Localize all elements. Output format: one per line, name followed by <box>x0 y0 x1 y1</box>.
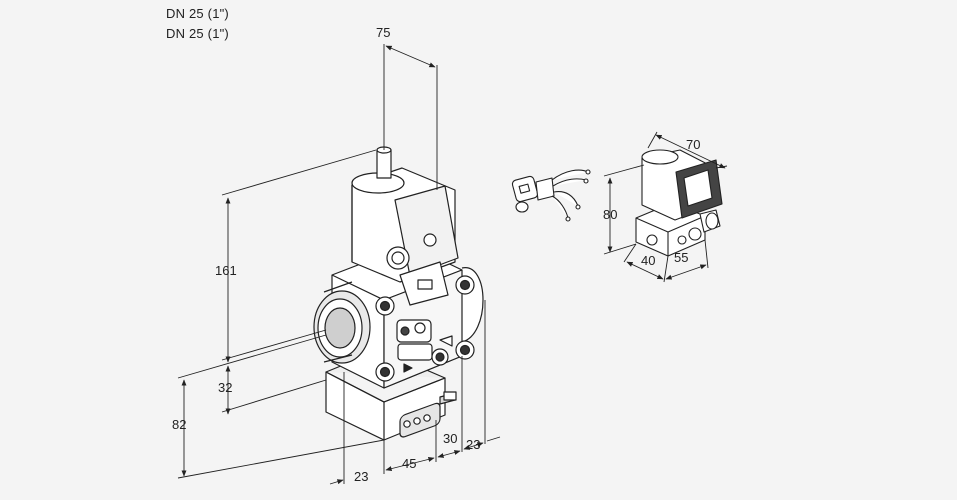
dim-bottom-left: 23 <box>354 469 368 484</box>
dim-bottom-mid: 45 <box>402 456 416 471</box>
dim-bottom-right-a: 30 <box>443 431 457 446</box>
cable-connector <box>511 169 591 222</box>
dim-aux-depth-b: 55 <box>674 250 688 265</box>
nominal-size-label-1: DN 25 (1") <box>166 6 229 21</box>
nominal-size-label-2: DN 25 (1") <box>166 26 229 41</box>
main-dimensions <box>177 44 501 485</box>
main-dimension-labels: 75 161 32 82 23 45 30 23 <box>172 25 480 484</box>
auxiliary-valve <box>635 149 723 257</box>
aux-dimensions <box>603 131 728 283</box>
main-valve <box>313 146 484 441</box>
dim-bottom-right-b: 23 <box>466 437 480 452</box>
dim-height-total: 161 <box>215 263 237 278</box>
dim-aux-depth-a: 40 <box>641 253 655 268</box>
aux-dimension-labels: 70 80 40 55 <box>603 137 700 268</box>
dim-height-bottom: 82 <box>172 417 186 432</box>
dim-aux-width: 70 <box>686 137 700 152</box>
dim-height-mid: 32 <box>218 380 232 395</box>
dim-aux-height: 80 <box>603 207 617 222</box>
dim-top-width: 75 <box>376 25 390 40</box>
